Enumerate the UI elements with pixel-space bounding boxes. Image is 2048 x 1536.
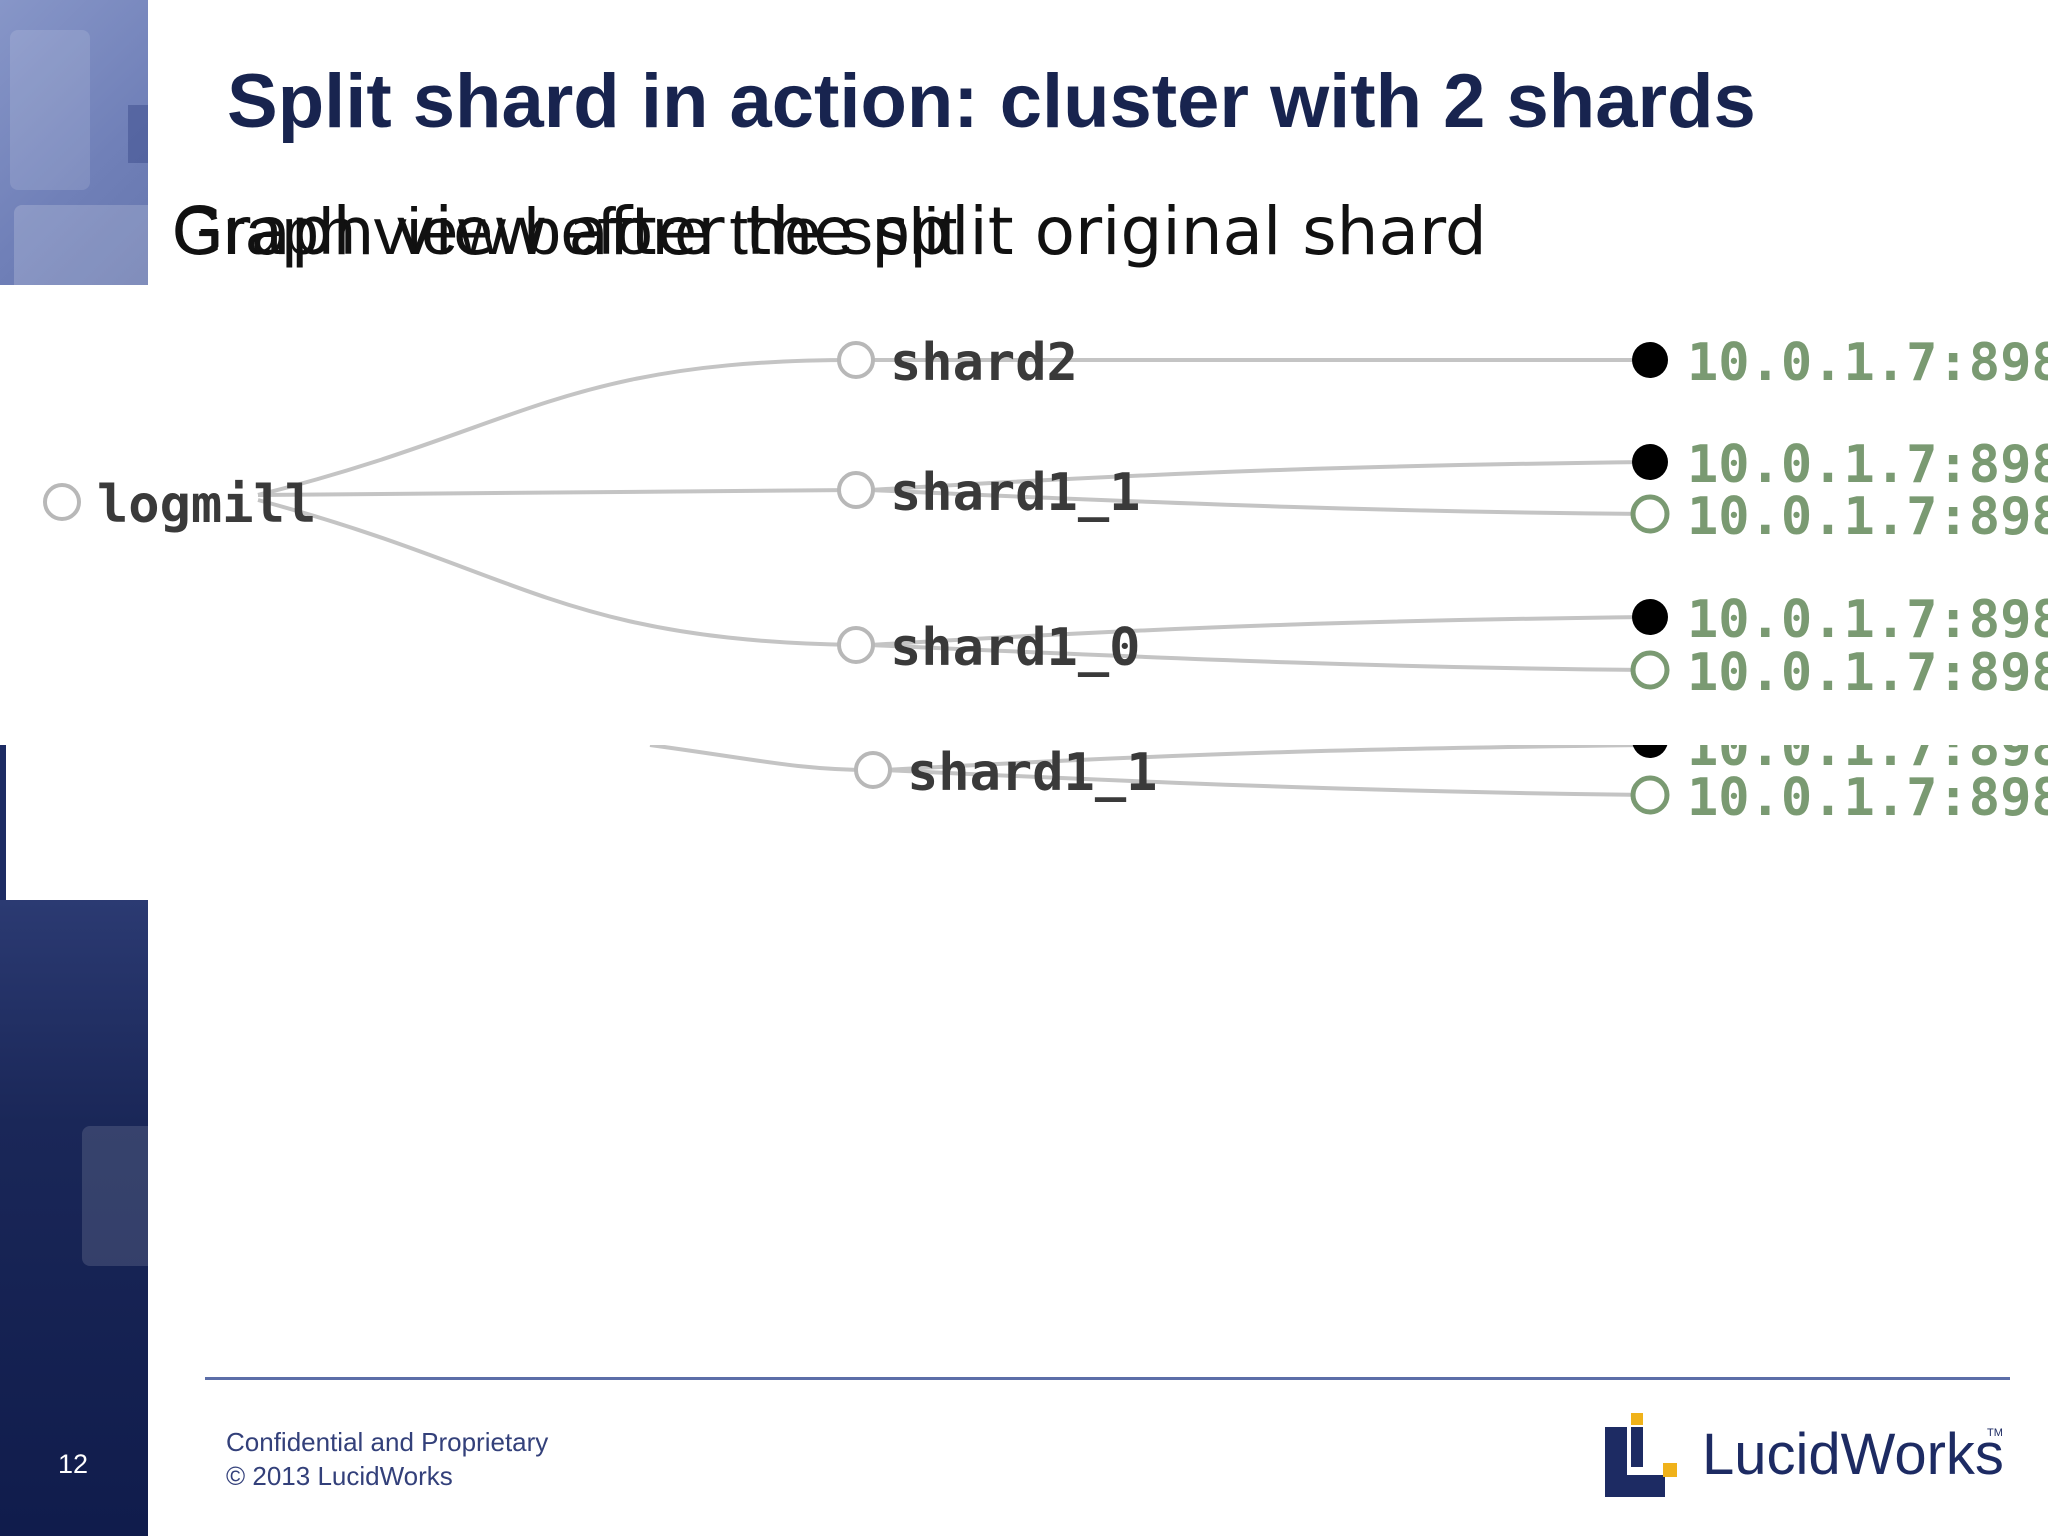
footer-legal: Confidential and Proprietary © 2013 Luci…: [226, 1425, 548, 1493]
subtitle-before: Graph view before the split: [172, 194, 958, 268]
shard-label: shard1_0: [890, 618, 1140, 678]
shard-label: shard1_1: [890, 463, 1140, 523]
logo-text: LucidWorks: [1702, 1422, 2004, 1487]
root-label: logmill: [97, 475, 316, 535]
logo-trademark: TM: [1987, 1427, 2003, 1439]
host-label: 10.0.1.7:8983: [1687, 718, 2048, 778]
replica-node-icon: [1630, 775, 1670, 815]
footer-divider: [205, 1377, 2010, 1380]
decorative-square: [82, 1126, 148, 1266]
logo-mark-icon: [1605, 1413, 1677, 1497]
shard-node-icon: [837, 341, 875, 379]
edge-root-shard1_0: [257, 498, 856, 647]
shard-node-icon: [837, 626, 875, 664]
slide-title: Split shard in action: cluster with 2 sh…: [227, 59, 1756, 144]
page-number: 12: [58, 1449, 89, 1479]
decorative-square: [128, 105, 148, 163]
host-label: 10.0.1.7:8984: [1687, 768, 2048, 828]
subtitle-after: Graph view after the split original shar…: [172, 193, 1487, 270]
host-label: 10.0.1.7:8983: [1687, 435, 2048, 495]
host-label: 10.0.1.7:8984: [1687, 333, 2048, 393]
image-gap: [0, 735, 2048, 745]
shard-node-icon: [854, 751, 892, 789]
edge-root-shard2: [257, 358, 856, 497]
sidebar-divider: [0, 745, 6, 900]
lucidworks-logo: LucidWorks TM: [1605, 1413, 2005, 1503]
shard-label: shard1_1: [907, 743, 1157, 803]
host-label: 10.0.1.7:8983: [1687, 590, 2048, 650]
footer-confidential: Confidential and Proprietary: [226, 1427, 549, 1457]
shard-node-icon: [837, 471, 875, 509]
footer-copyright: © 2013 LucidWorks: [226, 1461, 453, 1491]
leader-node-icon: [1632, 599, 1668, 635]
sidebar-bottom-decoration: [0, 900, 148, 1536]
edge-shard1_1-host-b: [869, 488, 1649, 516]
replica-node-icon: [1630, 494, 1670, 534]
edge-partial-shard1_1: [649, 743, 871, 772]
edge-root-shard1_1: [257, 488, 856, 497]
leader-node-icon: [1632, 444, 1668, 480]
leader-node-icon: [1632, 745, 1668, 758]
root-node-icon: [43, 483, 81, 521]
shard-label: shard2: [890, 333, 1078, 393]
host-label: 10.0.1.7:8985: [1687, 487, 2048, 547]
decorative-square: [14, 205, 148, 285]
decorative-square: [10, 30, 90, 190]
replica-node-icon: [1630, 650, 1670, 690]
subtitle-overlap: Graph view before the split Graph view a…: [172, 193, 1487, 273]
edge-shard1_0-host-a: [869, 615, 1649, 647]
edge-shard1_1-host-a: [869, 460, 1649, 492]
edge-shard1_1b-host-b: [884, 768, 1649, 797]
edge-shard1_0-host-b: [869, 643, 1649, 672]
host-label: 10.0.1.7:8984: [1687, 643, 2048, 703]
sidebar-top-decoration: [0, 0, 148, 285]
leader-node-icon: [1632, 342, 1668, 378]
edge-shard1_1b-host-a: [884, 743, 1649, 772]
